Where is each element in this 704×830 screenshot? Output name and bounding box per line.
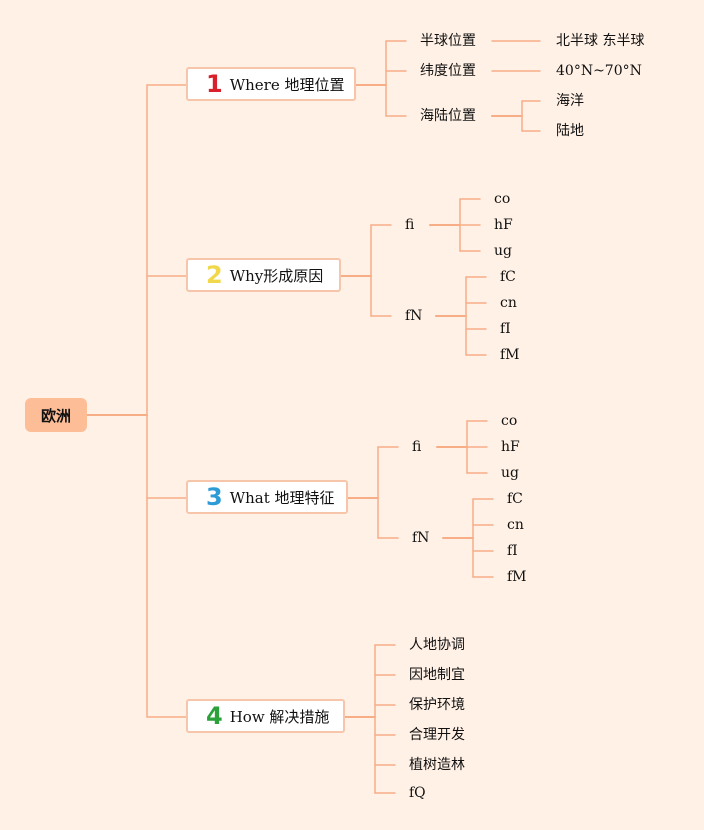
branch-what[interactable]: 3 What 地理特征 [186,480,348,514]
node-what-fn-fi[interactable]: fI [507,543,518,559]
node-hemisphere-position[interactable]: 半球位置 [420,33,476,49]
branch-label: Why形成原因 [229,266,324,285]
node-protect-environment[interactable]: 保护环境 [409,697,465,713]
node-why-fi[interactable]: fi [405,217,415,233]
branch-label: How 解决措施 [229,707,330,726]
node-what-fn[interactable]: fN [412,530,430,546]
node-what-fn-cn[interactable]: cn [507,517,524,533]
node-what-fn-fm[interactable]: fM [507,569,527,585]
node-latitude-position[interactable]: 纬度位置 [420,63,476,79]
branch-label: Where 地理位置 [229,75,345,94]
node-what-fn-fc[interactable]: fC [507,491,523,507]
node-why-fn-fm[interactable]: fM [500,347,520,363]
node-why-fi-ug[interactable]: ug [494,243,512,259]
node-why-fn[interactable]: fN [405,308,423,324]
branch-label: What 地理特征 [229,488,335,507]
number-4-icon: 4 [206,702,223,730]
node-fq[interactable]: fQ [409,785,426,801]
node-land[interactable]: 陆地 [556,123,584,139]
node-afforestation[interactable]: 植树造林 [409,757,465,773]
branch-why[interactable]: 2 Why形成原因 [186,258,341,292]
node-what-fi-co[interactable]: co [501,413,518,429]
node-ocean[interactable]: 海洋 [556,93,584,109]
node-rational-development[interactable]: 合理开发 [409,727,465,743]
root-node[interactable]: 欧洲 [25,398,87,432]
number-1-icon: 1 [206,70,223,98]
branch-how[interactable]: 4 How 解决措施 [186,699,345,733]
node-hemisphere-value[interactable]: 北半球 东半球 [556,33,645,49]
node-why-fi-hf[interactable]: hF [494,217,513,233]
node-what-fi-hf[interactable]: hF [501,439,520,455]
node-latitude-value[interactable]: 40°N~70°N [556,63,642,79]
node-local-conditions[interactable]: 因地制宜 [409,667,465,683]
number-3-icon: 3 [206,483,223,511]
node-what-fi[interactable]: fi [412,439,422,455]
number-2-icon: 2 [206,261,223,289]
node-harmony[interactable]: 人地协调 [409,637,465,653]
node-why-fn-fc[interactable]: fC [500,269,516,285]
branch-where[interactable]: 1 Where 地理位置 [186,67,356,101]
node-why-fi-co[interactable]: co [494,191,511,207]
node-why-fn-cn[interactable]: cn [500,295,517,311]
node-what-fi-ug[interactable]: ug [501,465,519,481]
node-why-fn-fi[interactable]: fI [500,321,511,337]
node-land-sea-position[interactable]: 海陆位置 [420,108,476,124]
